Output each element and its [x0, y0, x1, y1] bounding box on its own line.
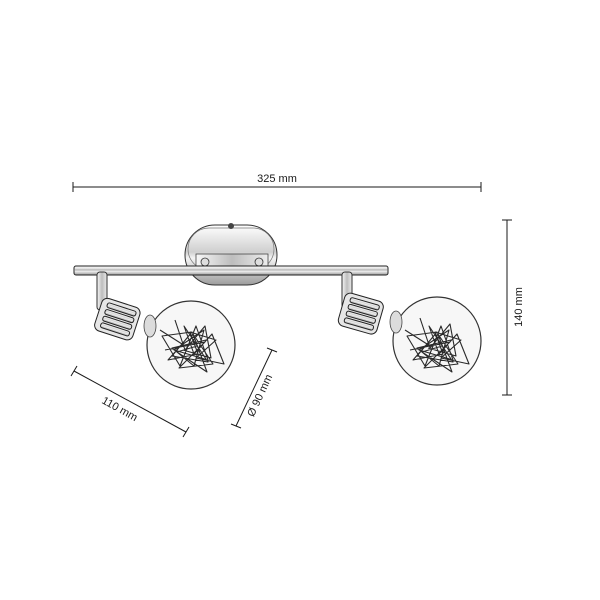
right-bulb-filament — [404, 317, 470, 373]
width-dimension-label: 325 mm — [257, 173, 297, 185]
right-bulb — [392, 296, 482, 386]
diameter-dimension: Ø 90 mm — [230, 347, 278, 429]
mounting-rail — [73, 265, 389, 276]
diameter-dimension-label: Ø 90 mm — [245, 373, 275, 419]
height-dimension-label: 140 mm — [513, 287, 525, 327]
left-spotlight — [94, 271, 236, 390]
ceiling-canopy — [184, 223, 278, 286]
left-bulb-filament — [159, 319, 225, 373]
right-spotlight — [337, 271, 482, 386]
width-dimension: 325 mm — [72, 173, 482, 192]
projection-dimension-label: 110 mm — [100, 395, 140, 424]
height-dimension: 140 mm — [502, 219, 525, 396]
screw-icon — [228, 223, 234, 229]
